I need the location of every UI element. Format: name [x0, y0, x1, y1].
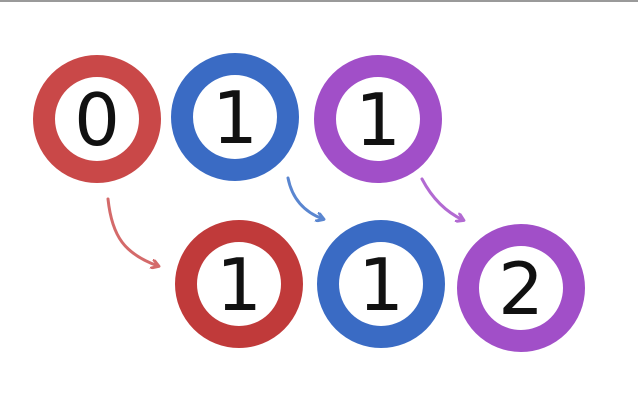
top-node-2-label: 1: [355, 78, 401, 162]
top-node-0-ring: [33, 55, 161, 183]
bottom-node-2-ring: [457, 224, 585, 352]
bottom-node-1: 1: [317, 220, 445, 348]
top-node-0: 0: [33, 55, 161, 183]
bottom-node-1-label: 1: [358, 243, 404, 327]
arrow-purple: [420, 177, 463, 220]
top-node-1-ring: [171, 53, 299, 181]
top-node-0-label: 0: [74, 78, 120, 162]
bottom-node-2: 2: [457, 224, 585, 352]
bottom-node-0-label: 1: [216, 243, 262, 327]
bottom-node-0: 1: [175, 220, 303, 348]
top-node-1-label: 1: [212, 76, 258, 160]
bottom-node-0-ring: [175, 220, 303, 348]
bottom-node-2-label: 2: [498, 247, 544, 331]
arrow-red: [106, 197, 158, 266]
top-node-2-ring: [314, 55, 442, 183]
arrow-blue: [286, 176, 323, 219]
top-node-1: 1: [171, 53, 299, 181]
top-node-2: 1: [314, 55, 442, 183]
bottom-node-1-ring: [317, 220, 445, 348]
